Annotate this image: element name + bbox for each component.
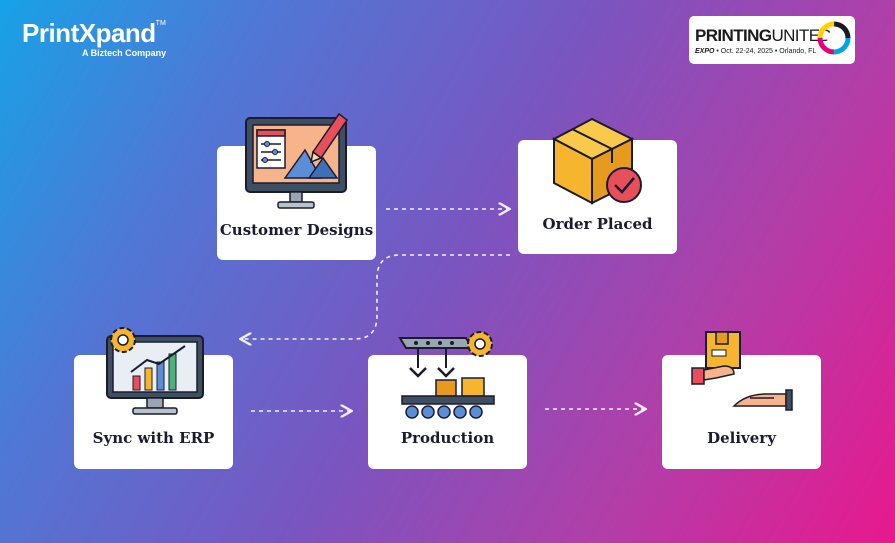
event-title: PRINTINGUNITED [695, 26, 832, 46]
designer-monitor-icon [245, 112, 349, 209]
step-label: Customer Designs [219, 221, 374, 239]
step-card-delivery: Delivery [662, 355, 821, 469]
event-date-location: • Oct. 22-24, 2025 • Orlando, FL [714, 48, 817, 55]
factory-conveyor-icon [398, 331, 495, 419]
brand-tagline: A Biztech Company [82, 48, 167, 58]
printing-united-badge: PRINTINGUNITED EXPO • Oct. 22-24, 2025 •… [689, 16, 855, 64]
step-label: Sync with ERP [92, 429, 215, 447]
brand-name: PrintXpand [22, 18, 156, 48]
step-label: Production [400, 429, 495, 447]
event-title-bold: PRINTING [695, 26, 772, 45]
event-expo: EXPO [695, 48, 715, 55]
event-details: EXPO • Oct. 22-24, 2025 • Orlando, FL [695, 48, 816, 55]
event-title-light: UNITED [771, 26, 832, 45]
step-label: Delivery [707, 429, 776, 447]
step-label: Order Placed [542, 215, 653, 233]
cmyk-ring-icon [817, 21, 851, 55]
printxpand-logo: PrintXpandTM A Biztech Company [22, 18, 166, 58]
package-check-icon [551, 117, 642, 205]
hand-delivery-box-icon [691, 331, 793, 411]
brand-trademark: TM [155, 20, 166, 27]
analytics-monitor-gear-icon [106, 327, 204, 415]
